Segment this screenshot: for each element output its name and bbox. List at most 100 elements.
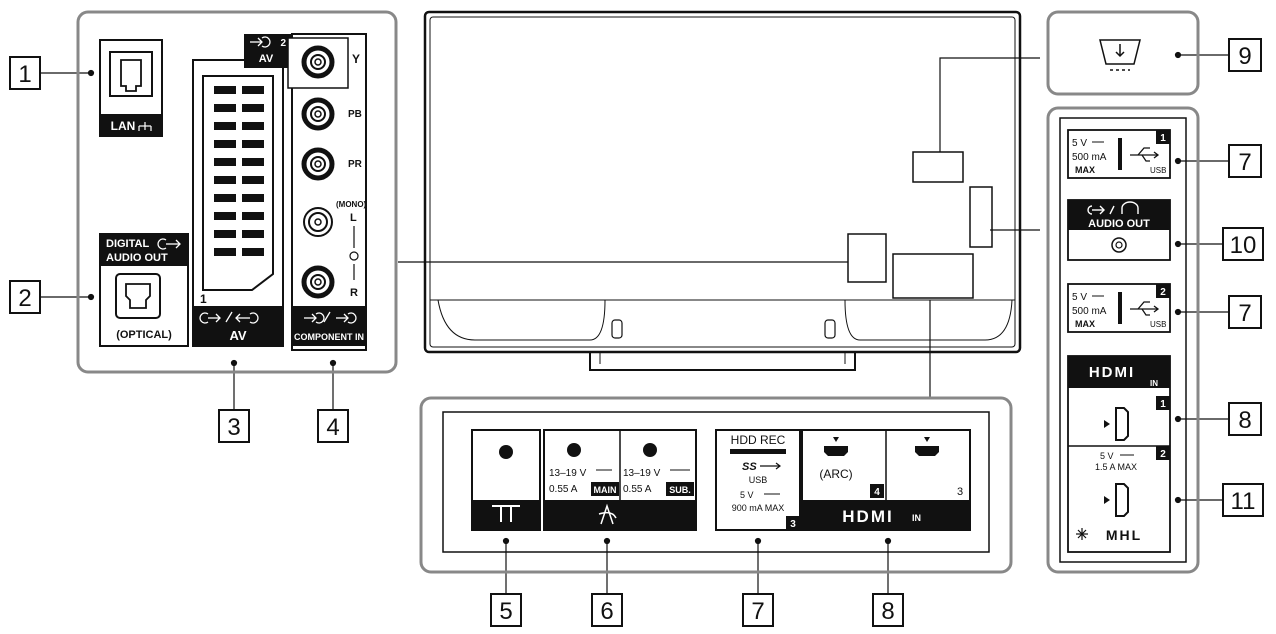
output-arrow-icon [157, 238, 181, 250]
callout-10: 10 [1230, 232, 1257, 259]
callout-3: 3 [227, 414, 240, 441]
hdmi-in-right: IN [1150, 379, 1158, 388]
rca-jacks [301, 45, 335, 299]
scart-pin [214, 230, 236, 238]
callout-7-usb2: 7 [1238, 300, 1251, 327]
scart-pin [242, 230, 264, 238]
optical-label: (OPTICAL) [116, 329, 172, 341]
antenna-input-port[interactable] [471, 429, 541, 531]
scart-pin [214, 122, 236, 130]
scart-pin [242, 212, 264, 220]
scart-pin [214, 248, 236, 256]
scart-pin [242, 248, 264, 256]
usb-icon [760, 462, 781, 470]
network-icon [138, 122, 152, 131]
scart-pin [242, 194, 264, 202]
component-av2-ports[interactable]: 2 AV Y PB PR (MONO) L R COMPONENT IN [244, 33, 367, 351]
optical-port-icon [125, 283, 151, 309]
av2-number: 2 [280, 38, 286, 49]
hdmi1-number: 1 [1160, 399, 1166, 410]
scart-pin [214, 194, 236, 202]
component-in-label: COMPONENT IN [294, 332, 364, 342]
left-connector-panel [76, 10, 398, 374]
usb3-hdd-rec-port[interactable]: HDD REC SS USB 5 V 900 mA MAX 3 [715, 429, 801, 531]
callout-1: 1 [18, 61, 31, 88]
hdmi2-socket [1115, 483, 1129, 517]
usb1-number: 1 [1160, 133, 1166, 144]
scart-pins [214, 86, 264, 256]
hdmi-in-bottom: IN [912, 513, 921, 523]
usb2-usb-label: USB [1150, 320, 1166, 329]
satellite-dish-icon [598, 503, 617, 525]
r-label: R [350, 287, 358, 299]
lan-label: LAN [111, 119, 136, 133]
sub-voltage: 13–19 V [623, 468, 661, 479]
pb-label: PB [348, 109, 362, 120]
lan-port[interactable]: LAN [99, 39, 163, 137]
satellite-input-ports[interactable]: 13–19 V 0.55 A 13–19 V 0.55 A MAIN SUB. [543, 429, 697, 531]
component-input-icon [304, 311, 357, 324]
main-tag: MAIN [594, 485, 617, 495]
callout-8-right: 8 [1238, 407, 1251, 434]
hdmi-1-2-mhl-ports[interactable]: HDMI IN 1 2 5 V 1.5 A MAX MHL [1067, 355, 1171, 553]
scart-number: 1 [200, 292, 207, 306]
callout-4: 4 [326, 414, 339, 441]
callout-2: 2 [18, 285, 31, 312]
mhl-logo-icon [1076, 528, 1088, 540]
side-connector-panel [1046, 106, 1200, 574]
usb2-port[interactable]: 5 V 500 mA MAX USB 2 [1067, 283, 1171, 333]
scart-av1-port[interactable]: 1 AV [192, 59, 284, 347]
usb1-port[interactable]: 5 V 500 mA MAX USB 1 [1067, 129, 1171, 179]
callout-8-bottom: 8 [881, 598, 894, 625]
audio-out-label: AUDIO OUT [106, 252, 168, 264]
pr-label: PR [348, 159, 363, 170]
ir-receiver-icon [1099, 39, 1141, 71]
top-right-panel [1046, 10, 1200, 96]
rca-jack [301, 147, 335, 181]
scart-pin [242, 176, 264, 184]
sub-tag: SUB. [669, 485, 691, 495]
mhl-label: MHL [1106, 527, 1142, 543]
scart-pin [214, 158, 236, 166]
hdd-current: 900 mA MAX [732, 503, 785, 513]
scart-pin [214, 86, 236, 94]
hdmi2-current: 1.5 A MAX [1095, 462, 1137, 472]
arc-label: (ARC) [819, 467, 852, 481]
scart-pin [214, 140, 236, 148]
rca-jack [303, 207, 333, 237]
bottom-connector-panel [419, 396, 1013, 574]
input-arrow-icon [250, 36, 271, 48]
hdd-usb-number: 3 [790, 519, 796, 530]
scart-pin [242, 122, 264, 130]
main-current: 0.55 A [549, 484, 578, 495]
usb1-voltage: 5 V [1072, 138, 1087, 149]
usb2-voltage: 5 V [1072, 292, 1087, 303]
callout-7-usb1: 7 [1238, 149, 1251, 176]
scart-pin [214, 212, 236, 220]
audio-input-icon [349, 251, 359, 261]
rca-jack [301, 97, 335, 131]
callout-11: 11 [1231, 488, 1256, 515]
headphone-jack-icon [1111, 237, 1127, 253]
usb1-max: MAX [1075, 165, 1095, 175]
rca-jack [301, 45, 335, 79]
scart-pin [242, 158, 264, 166]
usb1-usb-label: USB [1150, 166, 1166, 175]
hdmi4-number: 4 [874, 487, 880, 498]
callout-6: 6 [600, 598, 613, 625]
hdd-voltage: 5 V [740, 490, 754, 500]
hdmi-3-4-ports[interactable]: (ARC) 4 3 HDMI IN [801, 429, 971, 531]
digital-audio-out-optical[interactable]: DIGITAL AUDIO OUT (OPTICAL) [99, 233, 189, 347]
usb-icon [1130, 301, 1160, 316]
usb2-number: 2 [1160, 287, 1166, 298]
headphone-audio-out-jack[interactable]: AUDIO OUT [1067, 199, 1171, 261]
usb-icon [1130, 147, 1160, 162]
hdd-usb-label: USB [749, 475, 768, 485]
scart-pin [242, 140, 264, 148]
hdd-rec-label: HDD REC [731, 433, 786, 447]
antenna-icon [492, 505, 520, 522]
scart-pin [214, 176, 236, 184]
hdmi2-number: 2 [1160, 449, 1166, 460]
superspeed-label: SS [742, 461, 757, 473]
